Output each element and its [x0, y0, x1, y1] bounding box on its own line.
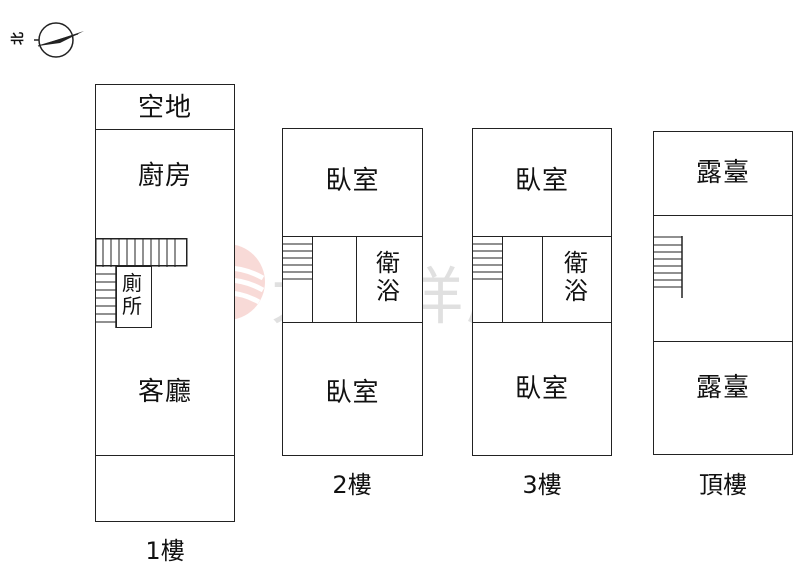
compass: 北: [8, 18, 88, 62]
wall: [312, 236, 313, 322]
stairs-1f-upper: [95, 238, 188, 267]
wall: [356, 236, 357, 322]
floor-2-label: 2樓: [332, 471, 372, 499]
wall: [95, 129, 235, 130]
room-bathroom-3f: 衛浴: [564, 249, 588, 305]
roof-label: 頂樓: [699, 471, 747, 499]
floor-1-label: 1樓: [145, 537, 185, 565]
stairs-3f: [472, 243, 502, 280]
room-bedroom-3f-top: 臥室: [514, 166, 569, 196]
toilet-box: [116, 266, 152, 328]
room-bedroom-3f-bottom: 臥室: [514, 374, 569, 404]
room-terrace-top: 露臺: [695, 158, 750, 188]
wall: [472, 322, 612, 323]
stairs-roof: [653, 236, 683, 298]
roof-plan: [653, 131, 793, 455]
room-bedroom-2f-bottom: 臥室: [325, 378, 380, 408]
room-bathroom-2f: 衛浴: [376, 249, 400, 305]
room-living: 客廳: [137, 377, 192, 407]
stairs-2f: [282, 243, 312, 280]
wall: [653, 341, 793, 342]
room-kitchen: 廚房: [137, 161, 192, 191]
room-toilet: 廁所: [122, 271, 142, 318]
wall: [282, 322, 423, 323]
wall: [542, 236, 543, 322]
room-open-space: 空地: [137, 93, 192, 123]
wall: [282, 236, 423, 237]
floor-2-plan: [282, 128, 423, 456]
stairs-1f-lower: [95, 266, 117, 328]
room-terrace-bottom: 露臺: [695, 373, 750, 403]
floor-3-label: 3樓: [522, 471, 562, 499]
wall: [95, 455, 235, 456]
wall: [653, 215, 793, 216]
compass-icon: [34, 22, 84, 58]
room-bedroom-2f-top: 臥室: [325, 166, 380, 196]
wall: [502, 236, 503, 322]
